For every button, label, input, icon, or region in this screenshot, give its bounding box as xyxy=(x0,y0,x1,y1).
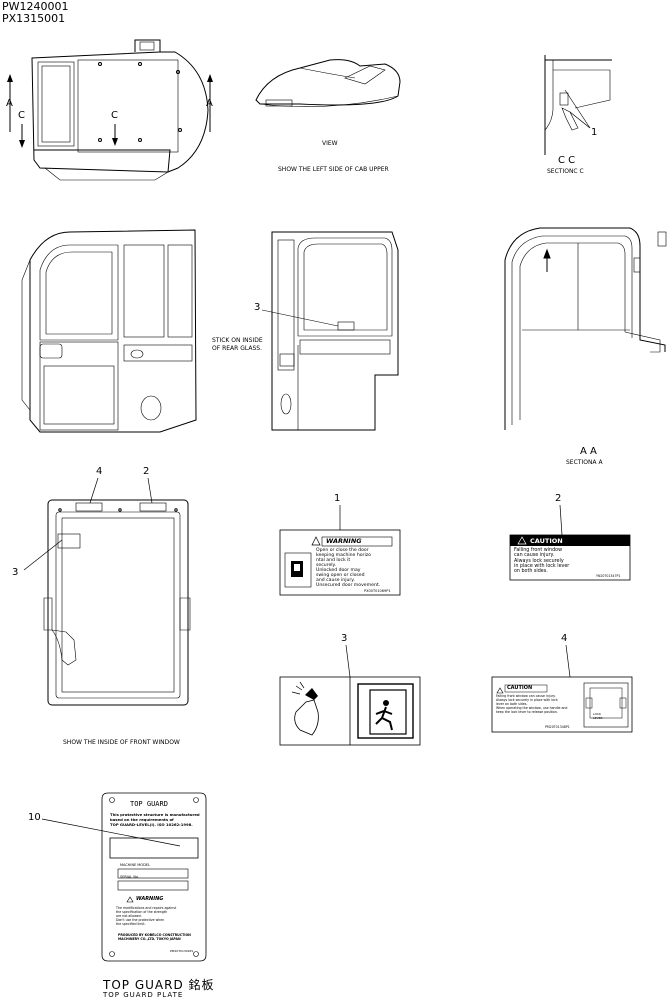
left-side-caption: SHOW THE LEFT SIDE OF CAB UPPER xyxy=(278,166,389,173)
callout-2-label: 2 xyxy=(555,493,562,504)
plate-machine-model: MACHINE MODEL xyxy=(120,863,151,867)
cab-rear-view xyxy=(261,231,399,431)
label2-heading: CAUTION xyxy=(530,537,563,545)
plate-serial-no: SERIAL No. xyxy=(120,875,140,879)
drawing-id-2: PX1315001 xyxy=(2,12,66,25)
callout-4-label: 4 xyxy=(561,633,568,644)
plate-warning-body: The modifications and repairs against th… xyxy=(116,906,177,926)
callout-4-front-window: 4 xyxy=(96,466,103,477)
view-caption: VIEW xyxy=(322,140,338,147)
label4-body: Falling front window can cause injury. A… xyxy=(496,694,568,714)
section-a-left-marker xyxy=(7,74,13,132)
front-window-caption: SHOW THE INSIDE OF FRONT WINDOW xyxy=(63,739,180,746)
callout-3-rear-glass: 3 xyxy=(254,302,261,313)
section-a-left-label: A xyxy=(6,98,13,109)
plate-code: PM20T01349P1 xyxy=(170,949,194,953)
callout-1-label: 1 xyxy=(334,493,341,504)
label2-code: YN20T01347P1 xyxy=(596,574,621,578)
label1-heading: WARNING xyxy=(326,537,362,545)
top-guard-plate xyxy=(101,792,207,962)
plate-maker: PRODUCED BY KOBELCO CONSTRUCTION MACHINE… xyxy=(118,933,191,941)
plate-caption-main: TOP GUARD 銘板 xyxy=(103,978,215,992)
plate-title: TOP GUARD xyxy=(130,800,168,808)
front-window-inside-view xyxy=(43,499,191,706)
callout-3-label: 3 xyxy=(341,633,348,644)
section-aa-detail xyxy=(504,227,667,430)
cab-left-side-view xyxy=(21,229,197,433)
label-warning-door xyxy=(279,529,401,596)
drawing-id-1: PW1240001 xyxy=(2,0,69,13)
section-cc-subtitle: SECTIONC C xyxy=(547,168,584,175)
label-exit-icon-plate xyxy=(279,676,421,746)
section-c-left-marker xyxy=(19,124,25,148)
label4-code: PM20T01348P1 xyxy=(545,725,570,729)
label1-body: Open or close the door keeping machine h… xyxy=(316,548,381,588)
section-cc-detail xyxy=(544,55,612,155)
stick-note-line2: OF REAR GLASS. xyxy=(212,345,262,352)
label4-lock-text: LOCK xyxy=(593,712,601,716)
leader-lines xyxy=(23,111,591,847)
label2-body: Falling front window can cause injury. A… xyxy=(514,548,570,575)
callout-2-front-window: 2 xyxy=(143,466,150,477)
label-caution-window xyxy=(509,534,631,581)
plate-warning-heading: WARNING xyxy=(136,896,164,902)
section-c-center-marker xyxy=(112,124,118,146)
section-aa-title: A A xyxy=(580,446,597,457)
stick-note-line1: STICK ON INSIDE xyxy=(212,337,263,344)
cab-top-plan-view xyxy=(31,39,209,181)
label1-code: PX00T01069P1 xyxy=(364,589,391,593)
callout-1-section-cc: 1 xyxy=(591,127,598,138)
callout-3-front-window: 3 xyxy=(12,567,19,578)
section-a-right-marker xyxy=(207,74,213,132)
section-c-left-label: C xyxy=(18,110,25,121)
label4-lever-text: LEVER xyxy=(593,716,603,720)
section-c-center-label: C xyxy=(111,110,118,121)
section-aa-subtitle: SECTIONA A xyxy=(566,459,603,466)
callout-10-plate: 10 xyxy=(28,812,41,823)
plate-intro: This protective structure is manufacture… xyxy=(110,812,200,827)
cab-upper-side-view xyxy=(255,59,401,107)
label-caution-lock-lever xyxy=(491,676,633,733)
section-a-right-label: A xyxy=(206,98,213,109)
section-cc-title: C C xyxy=(558,155,576,166)
label4-heading: CAUTION xyxy=(507,685,533,691)
plate-caption-sub: TOP GUARD PLATE xyxy=(103,991,184,999)
